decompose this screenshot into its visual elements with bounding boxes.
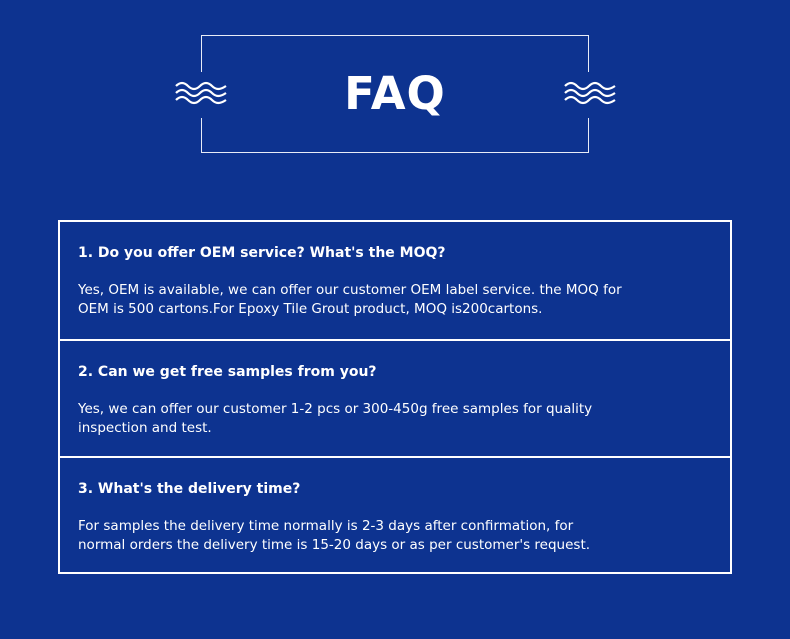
faq-item: 1. Do you offer OEM service? What's the …	[60, 222, 730, 338]
faq-item: 3. What's the delivery time? For samples…	[60, 456, 730, 572]
faq-item: 2. Can we get free samples from you? Yes…	[60, 339, 730, 455]
faq-question: 1. Do you offer OEM service? What's the …	[78, 245, 446, 261]
page-title: FAQ	[344, 67, 446, 120]
faq-answer: Yes, OEM is available, we can offer our …	[78, 281, 638, 319]
faq-answer-line: normal orders the delivery time is 15-20…	[78, 537, 591, 553]
faq-answer-line: Yes, OEM is available, we can offer our …	[78, 282, 622, 298]
faq-answer-line: OEM is 500 cartons.For Epoxy Tile Grout …	[78, 301, 543, 317]
faq-question: 2. Can we get free samples from you?	[78, 364, 377, 380]
wave-icon	[564, 81, 616, 105]
faq-answer: For samples the delivery time normally i…	[78, 517, 638, 555]
faq-answer-line: inspection and test.	[78, 420, 212, 436]
faq-question: 3. What's the delivery time?	[78, 481, 301, 497]
wave-icon	[175, 81, 227, 105]
faq-answer-line: For samples the delivery time normally i…	[78, 518, 574, 534]
faq-list: 1. Do you offer OEM service? What's the …	[58, 220, 732, 574]
title-frame-gap-right	[586, 72, 592, 118]
faq-answer: Yes, we can offer our customer 1-2 pcs o…	[78, 400, 638, 438]
faq-answer-line: Yes, we can offer our customer 1-2 pcs o…	[78, 401, 593, 417]
title-frame-gap-left	[198, 72, 204, 118]
